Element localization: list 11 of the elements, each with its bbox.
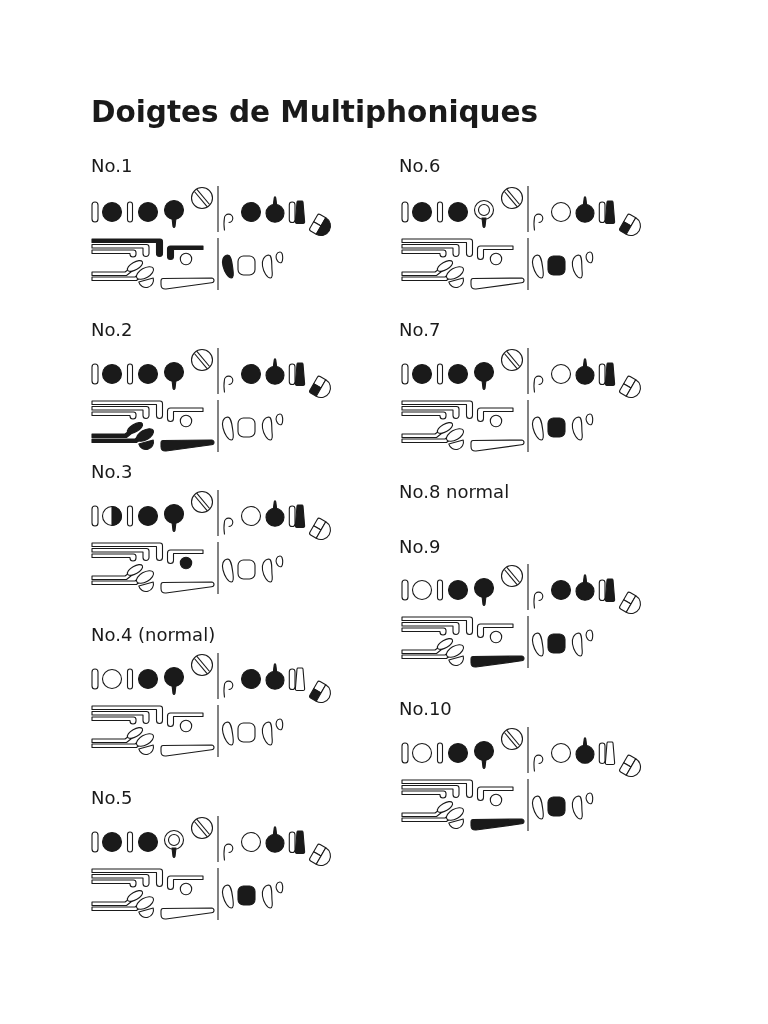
chart-label: No.2: [91, 321, 133, 339]
chart-label: No.9: [399, 538, 441, 556]
chart-label: No.7: [399, 321, 441, 339]
chart-label: No.10: [399, 700, 452, 718]
chart-label: No.4 (normal): [91, 626, 216, 644]
chart-label: No.6: [399, 157, 441, 175]
chart-label: No.5: [91, 789, 133, 807]
chart-label: No.3: [91, 463, 133, 481]
page-title: Doigtes de Multiphoniques: [91, 98, 539, 128]
chart-label: No.1: [91, 157, 133, 175]
chart-label: No.8 normal: [399, 483, 510, 501]
